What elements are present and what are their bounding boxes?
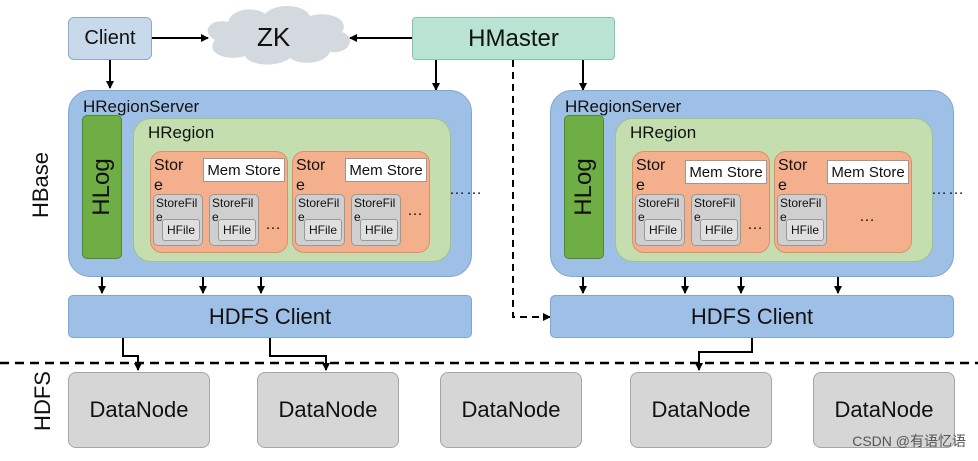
hfile: HFile xyxy=(162,219,200,241)
store-2b-label: Store xyxy=(778,157,808,194)
region-server-1: HRegionServer HLog HRegion Store Mem Sto… xyxy=(68,90,482,277)
mem-store-1a: Mem Store xyxy=(203,158,285,182)
datanode-2: DataNode xyxy=(257,372,399,448)
hdfs-client-2: HDFS Client xyxy=(550,295,954,338)
mem-store-2b: Mem Store xyxy=(827,160,909,184)
hbase-label: HBase xyxy=(28,151,54,219)
mem-store-1b: Mem Store xyxy=(345,158,427,182)
region-server-2-title: HRegionServer xyxy=(565,97,682,116)
hfile: HFile xyxy=(786,219,824,241)
ellipsis: … xyxy=(265,216,282,233)
hlog-1: HLog xyxy=(82,115,122,259)
hregion-2-title: HRegion xyxy=(630,123,697,142)
hlog-2: HLog xyxy=(564,115,604,259)
ellipsis-wide: …… xyxy=(449,181,483,198)
store-2a-label: Store xyxy=(636,157,666,194)
store-file-label: StoreFile xyxy=(298,196,340,224)
store-file-label: StoreFile xyxy=(638,196,680,224)
hfile: HFile xyxy=(644,219,682,241)
ellipsis: … xyxy=(407,202,424,219)
ellipsis: … xyxy=(859,208,876,225)
zk-label: ZK xyxy=(257,22,291,52)
store-file-label: StoreFile xyxy=(212,196,254,224)
datanode-1: DataNode xyxy=(68,372,210,448)
store-1a-label: Store xyxy=(154,157,184,194)
store-file-label: StoreFile xyxy=(354,196,396,224)
store-file-label: StoreFile xyxy=(694,196,736,224)
datanode-5: DataNode xyxy=(813,372,955,448)
hdfs-label: HDFS xyxy=(29,371,55,431)
store-1b-label: Store xyxy=(296,157,326,194)
region-server-2: HRegionServer HLog HRegion Store Mem Sto… xyxy=(550,90,964,277)
hdfs-client-1: HDFS Client xyxy=(68,295,472,338)
ellipsis: … xyxy=(747,216,764,233)
region-server-1-title: HRegionServer xyxy=(83,97,200,116)
hfile: HFile xyxy=(218,219,256,241)
watermark: CSDN @有语忆语 xyxy=(852,433,966,449)
datanode-4: DataNode xyxy=(630,372,772,448)
hfile: HFile xyxy=(304,219,342,241)
ellipsis-wide: …… xyxy=(931,181,965,198)
hregion-1-title: HRegion xyxy=(148,123,215,142)
zk-cloud xyxy=(207,5,351,65)
store-file-label: StoreFile xyxy=(156,196,198,224)
hmaster-box: HMaster xyxy=(412,17,615,60)
hfile: HFile xyxy=(700,219,738,241)
hfile: HFile xyxy=(360,219,398,241)
store-file-label: StoreFile xyxy=(780,196,822,224)
hlog-2-label: HLog xyxy=(570,158,597,216)
datanode-3: DataNode xyxy=(440,372,582,448)
mem-store-2a: Mem Store xyxy=(685,160,767,184)
hlog-1-label: HLog xyxy=(88,158,115,216)
client-box: Client xyxy=(68,17,152,60)
